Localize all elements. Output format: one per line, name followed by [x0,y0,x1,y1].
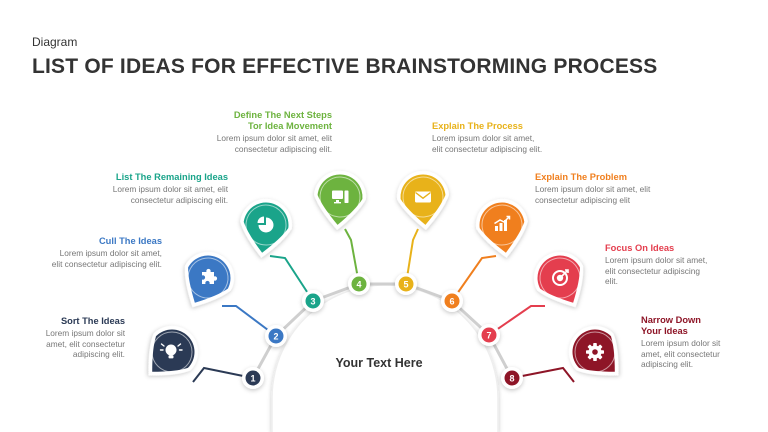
step-title-line: Tor Idea Movement [247,121,332,131]
connector-7 [488,305,545,336]
step-title-line: Define The Next Steps [233,110,332,120]
step-number-8: 8 [509,373,514,383]
step-number-1: 1 [250,373,255,383]
step-number-6: 6 [449,296,454,306]
step-description-line: consectetur adipiscing elit. [234,143,332,154]
step-number-7: 7 [486,330,491,340]
step-title-line: Explain The Process [432,121,523,131]
connector-5 [405,228,419,285]
step-description-line: elit consectetur adipiscing [605,265,701,276]
step-title: Focus On Ideas [605,243,735,254]
pie-chart-icon [257,216,274,233]
step-node-7: 7 [478,324,500,346]
gear-icon [586,343,604,361]
step-node-1: 1 [242,367,264,389]
connector-4 [344,228,360,285]
step-description-line: adipiscing elit. [641,359,694,370]
eyebrow-label: Diagram [32,35,78,49]
step-number-5: 5 [403,279,408,289]
step-title-line: Focus On Ideas [605,243,675,253]
page-title: LIST OF IDEAS FOR EFFECTIVE BRAINSTORMIN… [32,55,658,78]
step-description-line: Lorem ipsum dolor sit [45,328,125,338]
step-title-line: List The Remaining Ideas [115,172,228,182]
step-description-line: Lorem ipsum dolor sit [641,338,721,348]
step-description-line: Lorem ipsum dolor sit amet, [59,248,162,258]
connector-8 [511,366,575,383]
connector-2 [222,305,277,337]
pin-4 [314,171,366,230]
bar-chart-icon [494,215,511,231]
step-title: Cull The Ideas [30,236,162,247]
step-node-5: 5 [395,273,417,295]
step-number-3: 3 [310,296,315,306]
step-title-line: Narrow Down [641,315,701,325]
connector-6 [451,255,497,302]
step-number-2: 2 [273,331,278,341]
step-title: Sort The Ideas [20,316,125,327]
puzzle-icon [202,268,218,284]
step-description-line: consectetur adipiscing elit [535,194,631,205]
step-node-3: 3 [302,290,324,312]
step-title-line: Your Ideas [641,326,688,336]
step-node-4: 4 [348,273,370,295]
connector-3 [269,255,314,302]
step-description-line: Lorem ipsum dolor sit amet, [605,255,708,265]
step-description-line: amet, elit consectetur [641,348,720,359]
step-number-4: 4 [356,279,361,289]
step-node-8: 8 [501,367,523,389]
connector-1 [192,366,254,383]
step-description-line: amet, elit consectetur [46,338,125,349]
target-icon [552,269,569,286]
step-description-line: elit consectetur adipiscing elit. [51,258,162,269]
step-description-line: elit. [605,276,618,287]
step-title-line: Sort The Ideas [60,316,125,326]
step-title-line: Cull The Ideas [98,236,162,246]
step-description-line: Lorem ipsum dolor sit amet, elit [216,133,332,143]
lightbulb-icon [159,343,183,359]
computer-icon [332,190,349,204]
step-description-line: elit consectetur adipiscing elit. [432,143,543,154]
step-description-line: consectetur adipiscing elit. [130,194,228,205]
step-description-line: adipiscing elit. [72,349,125,360]
step-description-line: Lorem ipsum dolor sit amet, [432,133,535,143]
center-text: Your Text Here [335,356,423,370]
step-title: List The Remaining Ideas [85,172,228,183]
step-title-line: Explain The Problem [535,172,627,182]
step-title: Explain The Problem [535,172,675,183]
step-description-line: Lorem ipsum dolor sit amet, elit [112,184,228,194]
step-node-2: 2 [265,325,287,347]
envelope-icon [415,191,431,203]
step-description-line: Lorem ipsum dolor sit amet, elit [535,184,651,194]
step-title: Explain The Process [432,121,582,132]
pin-7 [534,252,584,308]
step-node-6: 6 [441,290,463,312]
